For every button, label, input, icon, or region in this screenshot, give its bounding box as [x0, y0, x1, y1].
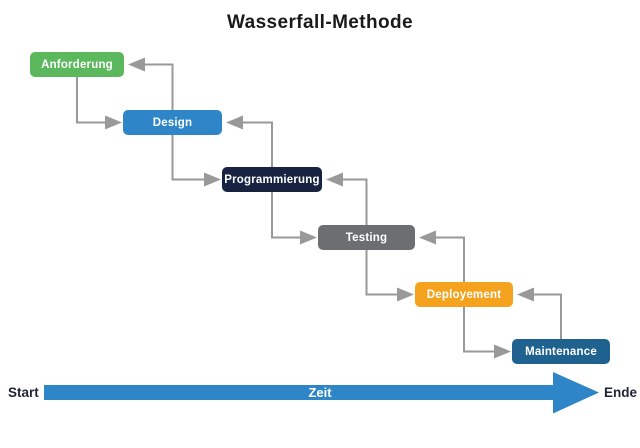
- step-label: Maintenance: [525, 345, 597, 358]
- connector-forward-5: [463, 307, 511, 359]
- connector-forward-4: [365, 250, 414, 302]
- timeline-bar: [44, 385, 554, 400]
- step-label: Design: [152, 116, 193, 129]
- step-box-maintenance: Maintenance: [512, 339, 610, 364]
- timeline-arrowhead-icon: [553, 372, 599, 414]
- arrow-left-icon: [226, 115, 243, 130]
- connector-back-3: [326, 172, 368, 225]
- step-box-testing: Testing: [318, 225, 415, 250]
- arrow-right-icon: [105, 115, 122, 130]
- connector-line: [343, 178, 368, 225]
- connector-line: [534, 293, 562, 339]
- arrow-left-icon: [128, 57, 145, 72]
- arrow-right-icon: [494, 344, 511, 359]
- timeline-arrow: [44, 372, 599, 414]
- connector-forward-2: [171, 135, 221, 187]
- arrow-left-icon: [517, 287, 534, 302]
- step-label: Programmierung: [224, 173, 320, 186]
- step-label: Testing: [345, 231, 388, 244]
- diagram-title: Wasserfall-Methode: [227, 12, 413, 33]
- step-box-programmierung: Programmierung: [222, 167, 322, 192]
- connector-back-4: [419, 230, 465, 282]
- arrow-right-icon: [397, 287, 414, 302]
- step-box-design: Design: [123, 110, 222, 135]
- step-label: Deployement: [426, 288, 502, 301]
- connector-back-2: [226, 115, 273, 167]
- connector-forward-3: [271, 192, 317, 245]
- connector-forward-1: [76, 77, 122, 130]
- connector-line: [365, 250, 397, 296]
- connector-line: [171, 135, 204, 181]
- arrow-right-icon: [300, 230, 317, 245]
- timeline-end-label: Ende: [604, 385, 638, 400]
- step-box-deployement: Deployement: [415, 282, 513, 307]
- connector-line: [76, 77, 105, 124]
- connector-line: [271, 192, 300, 239]
- timeline-start-label: Start: [8, 385, 39, 400]
- connector-line: [463, 307, 494, 353]
- timeline-axis-label: Zeit: [308, 385, 332, 400]
- connector-back-1: [128, 57, 174, 110]
- arrow-right-icon: [204, 172, 221, 187]
- arrow-left-icon: [326, 172, 343, 187]
- connector-line: [145, 63, 174, 110]
- arrow-left-icon: [419, 230, 436, 245]
- connector-back-5: [517, 287, 562, 339]
- connector-line: [436, 236, 465, 282]
- step-box-anforderung: Anforderung: [30, 52, 124, 77]
- step-label: Anforderung: [41, 58, 113, 71]
- connector-line: [243, 121, 273, 167]
